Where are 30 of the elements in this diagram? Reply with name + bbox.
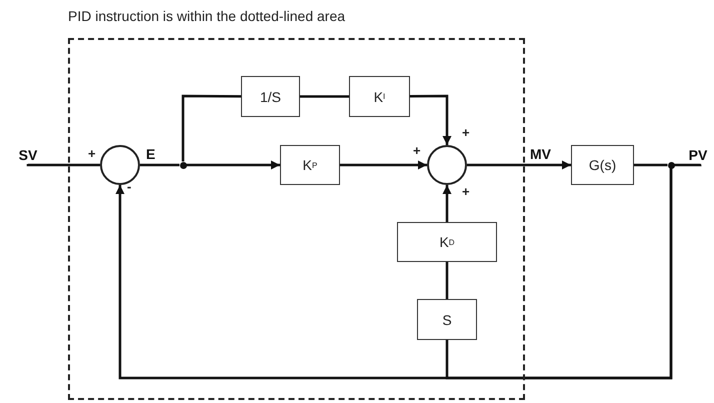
sign-label: + xyxy=(413,144,421,157)
signal-line xyxy=(182,94,241,162)
edge-label: E xyxy=(146,147,156,161)
sign-label: - xyxy=(127,180,132,193)
transfer-block: S xyxy=(417,299,477,340)
signal-line xyxy=(26,163,100,166)
signal-name: SV xyxy=(10,146,46,164)
signal-name: PV xyxy=(684,146,712,164)
signal-arrow xyxy=(410,94,452,145)
signal-line xyxy=(446,168,672,380)
summing-junction xyxy=(427,145,467,185)
transfer-block: 1/S xyxy=(241,76,300,117)
sign-label: + xyxy=(88,147,96,160)
signal-line xyxy=(446,262,448,299)
sign-label: + xyxy=(462,126,470,139)
edge-label: MV xyxy=(530,147,551,161)
signal-arrow xyxy=(186,160,280,170)
signal-line xyxy=(634,164,668,166)
signal-line xyxy=(674,164,702,166)
transfer-block: G(s) xyxy=(571,145,634,185)
signal-arrow xyxy=(340,160,427,170)
sign-label: + xyxy=(462,185,470,198)
signal-arrow xyxy=(442,185,452,222)
signal-arrow xyxy=(467,160,571,170)
junction-dot xyxy=(180,162,186,168)
junction-dot xyxy=(668,162,674,168)
signal-line xyxy=(300,95,349,98)
area-caption: PID instruction is within the dotted-lined area xyxy=(68,8,346,24)
signal-line xyxy=(140,164,180,166)
summing-junction xyxy=(100,145,140,185)
